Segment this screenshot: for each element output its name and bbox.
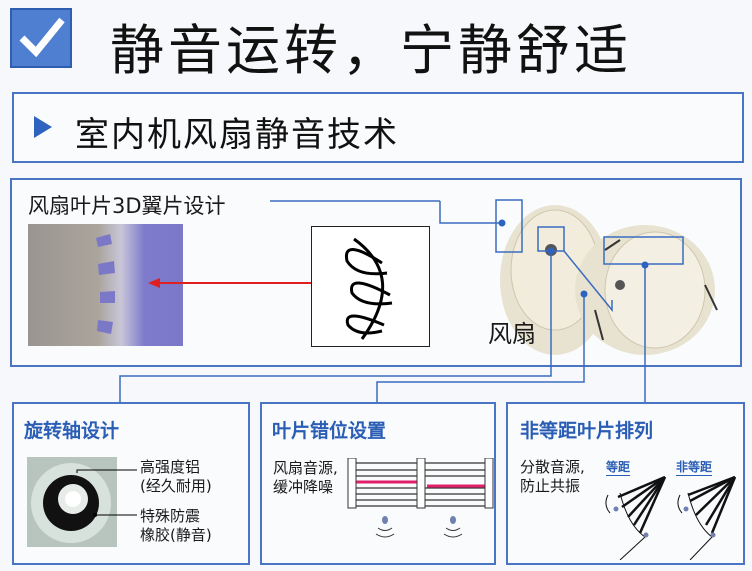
blade-label: 风扇叶片3D翼片设计 (28, 194, 226, 218)
desc-line: 缓冲降噪 (273, 478, 334, 496)
note-line: 橡胶(静音) (140, 526, 212, 544)
triangle-bullet-icon (34, 116, 52, 138)
staggered-desc: 风扇音源,缓冲降噪 (273, 459, 338, 497)
checkbox-checked-icon (10, 8, 72, 68)
shaft-callout-lines (76, 469, 137, 517)
page-title: 静音运转，宁静舒适 (110, 19, 632, 82)
section-header (12, 92, 744, 163)
label-unequal: 非等距 (676, 460, 713, 476)
panel-title: 非等距叶片排列 (520, 420, 654, 442)
label-equal: 等距 (606, 460, 631, 476)
panel-title: 叶片错位设置 (272, 420, 387, 442)
staggered-blade-diagram (347, 458, 494, 538)
blade-spacing-diagram (605, 475, 737, 560)
note-aluminum: 高强度铝(经久耐用) (140, 458, 212, 496)
unequal-desc: 分散音源,防止共振 (520, 458, 585, 496)
desc-line: 风扇音源, (273, 459, 338, 477)
panel-unequal (506, 402, 745, 565)
callout-lines (119, 199, 684, 402)
red-arrow-icon (148, 278, 311, 288)
desc-line: 防止共振 (520, 477, 581, 495)
fan-label: 风扇 (488, 320, 536, 348)
section-title: 室内机风扇静音技术 (75, 115, 399, 155)
shaft-photo (27, 457, 117, 547)
note-line: 高强度铝 (140, 458, 201, 476)
panel-title: 旋转轴设计 (24, 420, 120, 442)
note-rubber: 特殊防震橡胶(静音) (140, 507, 212, 545)
blade-diagram (311, 226, 430, 347)
desc-line: 分散音源, (520, 458, 585, 476)
note-line: 特殊防震 (140, 507, 201, 525)
note-line: (经久耐用) (140, 477, 212, 495)
